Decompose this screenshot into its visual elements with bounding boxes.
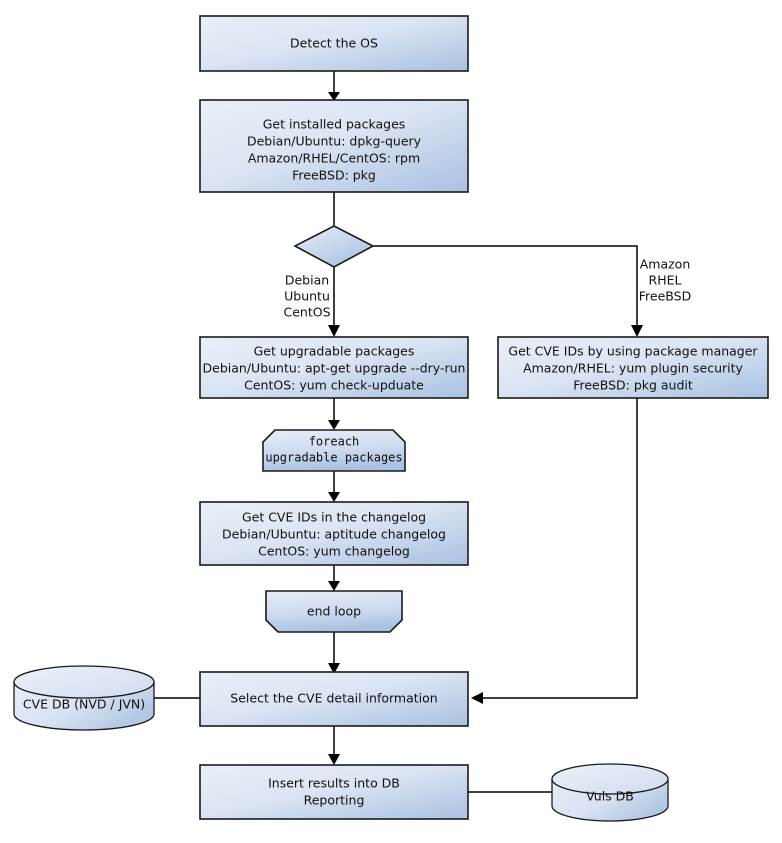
- node-foreach-loop-start[interactable]: foreach upgradable packages: [262, 429, 406, 472]
- connector-endloop-to-select: [328, 632, 340, 674]
- node-foreach-loop-start-line-0: foreach: [309, 435, 360, 449]
- node-get-installed-packages-line-3: FreeBSD: pkg: [292, 168, 376, 183]
- node-detect-os-line-0: Detect the OS: [290, 36, 378, 51]
- node-foreach-loop-start-line-1: upgradable packages: [265, 451, 402, 465]
- node-get-cve-ids-package-manager-line-0: Get CVE IDs by using package manager: [508, 344, 758, 359]
- edge-label-right-branch: Amazon RHEL FreeBSD: [639, 257, 691, 304]
- node-get-cve-ids-package-manager-line-1: Amazon/RHEL: yum plugin security: [523, 361, 743, 376]
- node-insert-results-line-1: Reporting: [304, 793, 365, 808]
- node-vuls-db[interactable]: Vuls DB: [551, 763, 669, 822]
- node-get-cve-ids-changelog-line-2: CentOS: yum changelog: [258, 544, 410, 559]
- node-detect-os[interactable]: Detect the OS: [199, 15, 469, 72]
- node-get-upgradable-packages[interactable]: Get upgradable packages Debian/Ubuntu: a…: [199, 336, 469, 399]
- connector-changelog-to-endloop: [328, 565, 340, 591]
- node-end-loop-label: end loop: [307, 604, 361, 619]
- node-get-cve-ids-package-manager-line-2: FreeBSD: pkg audit: [573, 378, 693, 393]
- edge-label-left-branch-line-0: Debian: [285, 273, 329, 288]
- node-get-installed-packages-line-0: Get installed packages: [263, 117, 406, 132]
- node-insert-results[interactable]: Insert results into DB Reporting: [199, 764, 469, 820]
- node-get-cve-ids-changelog-line-0: Get CVE IDs in the changelog: [242, 510, 426, 525]
- node-get-upgradable-packages-line-2: CentOS: yum check-upduate: [244, 378, 424, 393]
- connector-upgradable-to-foreach: [328, 398, 340, 430]
- node-select-cve-detail[interactable]: Select the CVE detail information: [199, 671, 469, 727]
- node-get-installed-packages-line-1: Debian/Ubuntu: dpkg-query: [247, 134, 422, 149]
- edge-label-right-branch-line-1: RHEL: [649, 273, 682, 288]
- node-get-installed-packages[interactable]: Get installed packages Debian/Ubuntu: dp…: [199, 99, 469, 193]
- connector-pkgmgr-to-select: [471, 398, 638, 704]
- connector-detect-to-installed: [328, 71, 340, 101]
- node-get-installed-packages-line-2: Amazon/RHEL/CentOS: rpm: [248, 151, 420, 166]
- connector-decision-right-branch: [373, 245, 643, 337]
- connector-foreach-to-changelog: [328, 471, 340, 502]
- node-get-cve-ids-changelog-line-1: Debian/Ubuntu: aptitude changelog: [222, 527, 446, 542]
- node-cve-db[interactable]: CVE DB (NVD / JVN): [13, 665, 155, 731]
- connector-decision-left-branch: [328, 267, 340, 337]
- node-end-loop[interactable]: end loop: [265, 590, 403, 633]
- edge-label-left-branch: Debian Ubuntu CentOS: [283, 273, 330, 320]
- edge-label-left-branch-line-1: Ubuntu: [284, 289, 330, 304]
- edge-label-right-branch-line-0: Amazon: [640, 257, 691, 272]
- edge-label-left-branch-line-2: CentOS: [283, 305, 330, 320]
- node-os-decision[interactable]: [293, 225, 375, 268]
- edge-label-right-branch-line-2: FreeBSD: [639, 289, 691, 304]
- connector-select-to-insert: [328, 726, 340, 765]
- node-vuls-db-label: Vuls DB: [586, 789, 634, 804]
- node-get-cve-ids-package-manager[interactable]: Get CVE IDs by using package manager Ama…: [497, 336, 769, 399]
- node-insert-results-line-0: Insert results into DB: [268, 776, 400, 791]
- node-select-cve-detail-label: Select the CVE detail information: [230, 691, 437, 706]
- node-get-cve-ids-changelog[interactable]: Get CVE IDs in the changelog Debian/Ubun…: [199, 501, 469, 566]
- node-cve-db-label: CVE DB (NVD / JVN): [23, 697, 145, 712]
- node-get-upgradable-packages-line-1: Debian/Ubuntu: apt-get upgrade --dry-run: [203, 361, 466, 376]
- node-get-upgradable-packages-line-0: Get upgradable packages: [254, 344, 415, 359]
